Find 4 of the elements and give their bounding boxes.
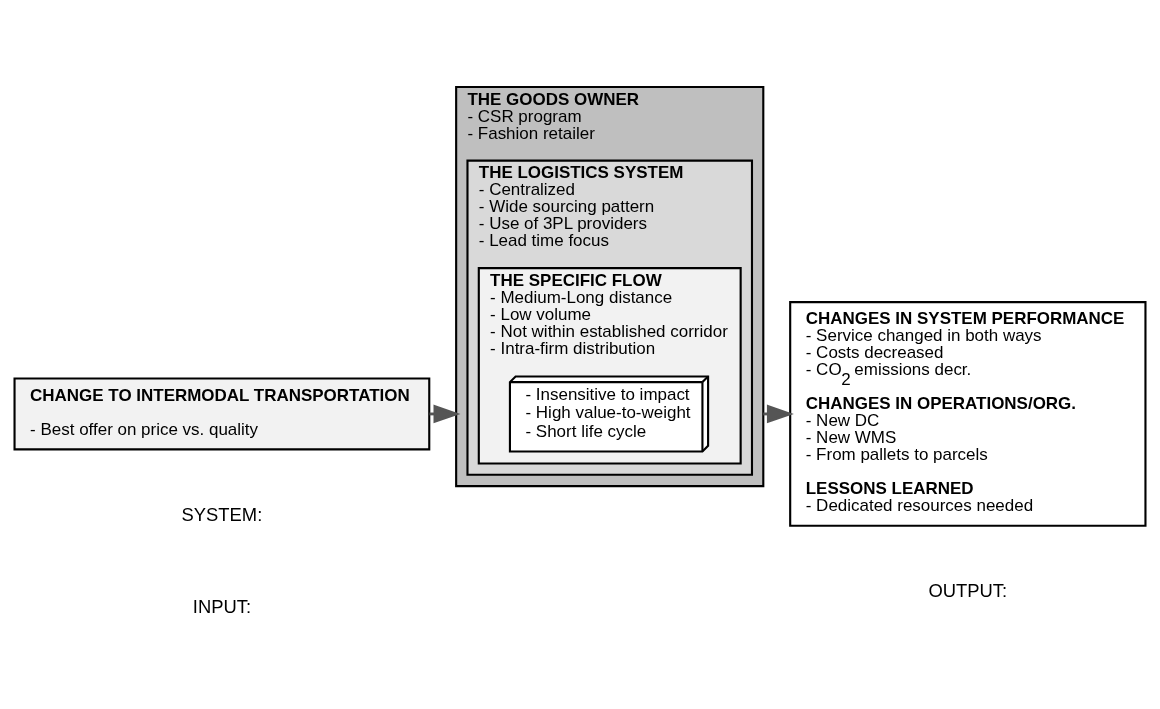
label: OUTPUT: xyxy=(928,580,1008,602)
node-box: CHANGE TO INTERMODAL TRANSPORTATION - Best offer on price vs. quality xyxy=(13,377,431,451)
label: INPUT: xyxy=(192,595,252,617)
label: SYSTEM: xyxy=(181,503,263,525)
